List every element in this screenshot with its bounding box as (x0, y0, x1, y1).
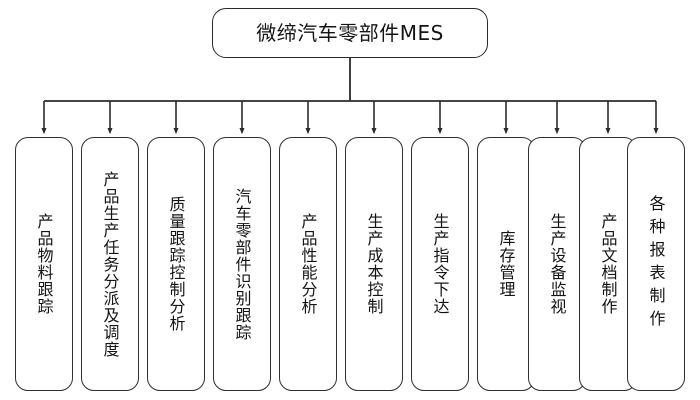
leaf-node-label: 产品文档制作 (598, 213, 618, 315)
leaf-node-5[interactable]: 产品性能分析 (279, 137, 337, 391)
leaf-node-label: 产品物料跟踪 (34, 213, 54, 315)
leaf-node-label: 生产设备监视 (547, 213, 567, 315)
leaf-node-8[interactable]: 库存管理 (477, 137, 535, 391)
leaf-node-label: 汽车零部件识别跟踪 (232, 187, 252, 341)
leaf-node-label: 产品生产任务分派及调度 (100, 170, 120, 358)
leaf-node-label: 各种报表制作 (646, 195, 666, 333)
leaf-node-label: 产品性能分析 (298, 213, 318, 315)
leaf-node-label: 质量跟踪控制分析 (166, 196, 186, 332)
leaf-node-2[interactable]: 产品生产任务分派及调度 (81, 137, 139, 391)
leaf-node-6[interactable]: 生产成本控制 (345, 137, 403, 391)
leaf-node-1[interactable]: 产品物料跟踪 (15, 137, 73, 391)
leaf-node-4[interactable]: 汽车零部件识别跟踪 (213, 137, 271, 391)
leaf-node-label: 生产指令下达 (430, 213, 450, 315)
root-node-label: 微缔汽车零部件MES (256, 21, 444, 45)
leaf-node-9[interactable]: 生产设备监视 (528, 137, 586, 391)
leaf-node-3[interactable]: 质量跟踪控制分析 (147, 137, 205, 391)
root-node[interactable]: 微缔汽车零部件MES (212, 8, 488, 58)
leaf-node-11[interactable]: 各种报表制作 (627, 137, 685, 391)
leaf-node-label: 生产成本控制 (364, 213, 384, 315)
leaf-node-label: 库存管理 (496, 230, 516, 298)
leaf-node-7[interactable]: 生产指令下达 (411, 137, 469, 391)
leaf-node-row: 产品物料跟踪 产品生产任务分派及调度 质量跟踪控制分析 汽车零部件识别跟踪 产品… (0, 137, 700, 391)
leaf-drop-arrows (41, 101, 659, 135)
